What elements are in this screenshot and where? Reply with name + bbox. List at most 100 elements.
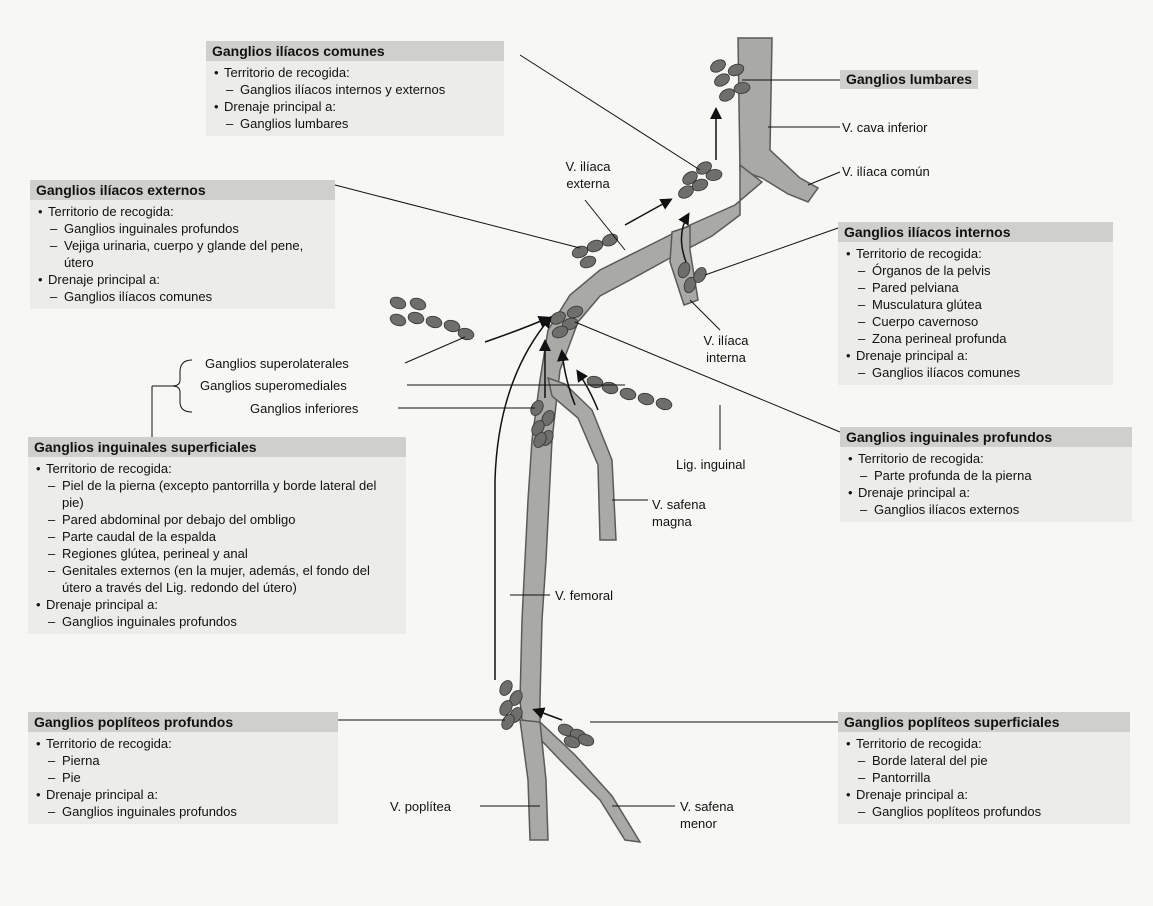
label-vena-cava: V. cava inferior xyxy=(842,119,928,136)
leader-internos xyxy=(705,228,838,275)
label-line: interna xyxy=(686,349,766,366)
list-subitem: –Cuerpo cavernoso xyxy=(846,313,1107,330)
dash-mark: – xyxy=(50,220,64,237)
label-lig-inguinal: Lig. inguinal xyxy=(676,456,745,473)
bullet-mark: • xyxy=(214,98,224,115)
lymph-node xyxy=(601,381,619,396)
list-subitem-text: Pared abdominal por debajo del ombligo xyxy=(62,511,295,528)
list-subitem: –Parte caudal de la espalda xyxy=(36,528,400,545)
list-subitem-text: Regiones glútea, perineal y anal xyxy=(62,545,248,562)
list-item: •Territorio de recogida: xyxy=(38,203,329,220)
dash-mark: – xyxy=(48,752,62,769)
list-subitem: –Pantorrilla xyxy=(846,769,1124,786)
dash-mark: – xyxy=(858,364,872,381)
lymph-node xyxy=(586,238,605,254)
list-subitem: –Piel de la pierna (excepto pantorrilla … xyxy=(36,477,400,511)
bullet-mark: • xyxy=(848,450,858,467)
list-subitem-text: Pie xyxy=(62,769,81,786)
box-title: Ganglios ilíacos comunes xyxy=(206,41,504,61)
dash-mark: – xyxy=(50,237,64,271)
box-popliteos-superficiales: Ganglios poplíteos superficiales •Territ… xyxy=(838,712,1130,824)
box-title: Ganglios poplíteos profundos xyxy=(28,712,338,732)
leader-externos xyxy=(335,185,580,248)
dash-mark: – xyxy=(858,803,872,820)
dash-mark: – xyxy=(858,769,872,786)
list-subitem: –Pie xyxy=(36,769,332,786)
list-subitem: –Borde lateral del pie xyxy=(846,752,1124,769)
dash-mark: – xyxy=(860,467,874,484)
box-title: Ganglios inguinales superficiales xyxy=(28,437,406,457)
list-subitem: –Ganglios ilíacos comunes xyxy=(846,364,1107,381)
box-iliacos-internos: Ganglios ilíacos internos •Territorio de… xyxy=(838,222,1113,385)
box-body: •Territorio de recogida:–Borde lateral d… xyxy=(838,732,1130,824)
list-item-text: Territorio de recogida: xyxy=(46,460,172,477)
list-subitem: –Órganos de la pelvis xyxy=(846,262,1107,279)
label-inferiores: Ganglios inferiores xyxy=(250,400,358,417)
list-subitem: –Ganglios inguinales profundos xyxy=(38,220,329,237)
label-safena-magna: V. safena magna xyxy=(652,496,706,530)
label-line: V. safena xyxy=(652,496,706,513)
list-item: •Drenaje principal a: xyxy=(38,271,329,288)
list-item-text: Territorio de recogida: xyxy=(48,203,174,220)
list-subitem-text: Ganglios poplíteos profundos xyxy=(872,803,1041,820)
label-iliaca-interna: V. ilíaca interna xyxy=(686,332,766,366)
list-item: •Territorio de recogida: xyxy=(846,245,1107,262)
box-body: •Territorio de recogida:–Pierna–Pie•Dren… xyxy=(28,732,338,824)
box-list: •Territorio de recogida:–Parte profunda … xyxy=(848,450,1126,518)
list-subitem-text: Ganglios ilíacos comunes xyxy=(64,288,212,305)
list-subitem: –Musculatura glútea xyxy=(846,296,1107,313)
leader-comunes xyxy=(520,55,700,170)
list-subitem: –Vejiga urinaria, cuerpo y glande del pe… xyxy=(38,237,329,271)
list-subitem-text: Parte profunda de la pierna xyxy=(874,467,1032,484)
bullet-mark: • xyxy=(846,735,856,752)
list-item: •Territorio de recogida: xyxy=(214,64,498,81)
leader-interna-vein xyxy=(690,300,720,330)
dash-mark: – xyxy=(858,296,872,313)
bullet-mark: • xyxy=(36,596,46,613)
list-subitem-text: Zona perineal profunda xyxy=(872,330,1006,347)
box-popliteos-profundos: Ganglios poplíteos profundos •Territorio… xyxy=(28,712,338,824)
list-item: •Territorio de recogida: xyxy=(848,450,1126,467)
list-subitem-text: Ganglios ilíacos externos xyxy=(874,501,1019,518)
label-line: V. ilíaca xyxy=(686,332,766,349)
list-subitem-text: Ganglios lumbares xyxy=(240,115,348,132)
lymph-node xyxy=(655,397,673,412)
list-subitem-text: Ganglios inguinales profundos xyxy=(62,613,237,630)
list-subitem: –Ganglios lumbares xyxy=(214,115,498,132)
list-subitem: –Ganglios ilíacos internos y externos xyxy=(214,81,498,98)
lymph-node xyxy=(708,57,727,75)
dash-mark: – xyxy=(860,501,874,518)
list-item: •Drenaje principal a: xyxy=(36,786,332,803)
box-inguinales-superficiales: Ganglios inguinales superficiales • Terri… xyxy=(28,437,406,634)
list-item-text: Territorio de recogida: xyxy=(224,64,350,81)
lymph-node xyxy=(637,392,655,407)
list-subitem: –Ganglios inguinales profundos xyxy=(36,613,400,630)
lymph-node xyxy=(409,296,428,312)
box-list: •Territorio de recogida:–Piel de la pier… xyxy=(36,460,400,630)
label-femoral: V. femoral xyxy=(555,587,613,604)
dash-mark: – xyxy=(858,313,872,330)
label-line: externa xyxy=(548,175,628,192)
bullet-mark: • xyxy=(36,786,46,803)
box-body: •Territorio de recogida:–Ganglios inguin… xyxy=(30,200,335,309)
box-list: •Territorio de recogida:–Ganglios inguin… xyxy=(38,203,329,305)
box-list: •Territorio de recogida:–Órganos de la p… xyxy=(846,245,1107,381)
bullet-mark: • xyxy=(36,735,46,752)
lymph-node xyxy=(407,311,425,326)
box-iliacos-comunes: Ganglios ilíacos comunes •Territorio de … xyxy=(206,41,504,136)
label-safena-menor: V. safena menor xyxy=(680,798,734,832)
label-superomediales: Ganglios superomediales xyxy=(200,377,347,394)
list-item: •Territorio de recogida: xyxy=(36,735,332,752)
leader-lines xyxy=(152,55,840,806)
list-subitem: –Genitales externos (en la mujer, además… xyxy=(36,562,400,596)
label-line: V. ilíaca xyxy=(548,158,628,175)
list-subitem-text: Piel de la pierna (excepto pantorrilla y… xyxy=(62,477,400,511)
dash-mark: – xyxy=(48,477,62,511)
list-subitem: –Ganglios inguinales profundos xyxy=(36,803,332,820)
bullet-mark: • xyxy=(846,245,856,262)
list-subitem-text: Pared pelviana xyxy=(872,279,959,296)
list-item-text: Drenaje principal a: xyxy=(224,98,336,115)
lymph-node xyxy=(619,387,637,402)
box-inguinales-profundos: Ganglios inguinales profundos •Territori… xyxy=(840,427,1132,522)
dash-mark: – xyxy=(48,545,62,562)
